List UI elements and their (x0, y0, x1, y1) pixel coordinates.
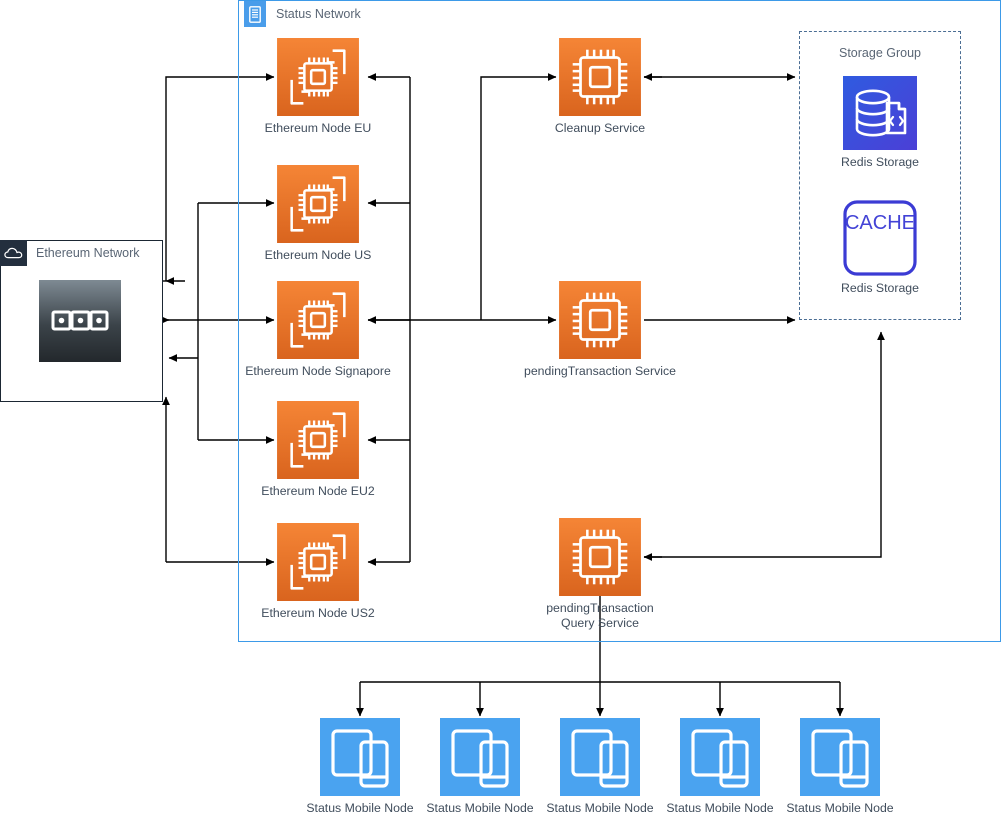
cpu-chip-icon (559, 518, 641, 596)
ethereum-node-us2[interactable]: Ethereum Node US2 (261, 523, 375, 620)
status-mobile-node-3[interactable]: Status Mobile Node (546, 718, 654, 815)
cleanup-service[interactable]: Cleanup Service (555, 38, 645, 135)
ethereum-node-eu[interactable]: Ethereum Node EU (265, 38, 371, 135)
cache-box-icon: CACHE (843, 200, 917, 276)
ethereum-network-group-title: Ethereum Network (36, 246, 140, 260)
cleanup-service-label: Cleanup Service (554, 121, 646, 135)
status-network-group-header: Status Network (238, 0, 361, 28)
mobile-devices-icon (560, 718, 640, 796)
ethereum-node-eu2[interactable]: Ethereum Node EU2 (261, 401, 375, 498)
ethereum-node-eu-label: Ethereum Node EU (264, 121, 372, 135)
pending-transaction-service-label: pendingTransaction Service (524, 364, 676, 378)
status-mobile-node-4-label: Status Mobile Node (666, 801, 774, 815)
svg-text:CACHE: CACHE (845, 212, 915, 234)
ethereum-node-us-label: Ethereum Node US (264, 248, 372, 262)
redis-storage-cache[interactable]: CACHE Redis Storage (841, 200, 919, 295)
redis-storage-database[interactable]: Redis Storage (841, 76, 919, 169)
status-mobile-node-2[interactable]: Status Mobile Node (426, 718, 534, 815)
pending-transaction-query-service[interactable]: pendingTransaction Query Service (546, 518, 654, 630)
pending-transaction-service[interactable]: pendingTransaction Service (524, 281, 676, 378)
ethereum-node-signapore[interactable]: Ethereum Node Signapore (245, 281, 391, 378)
ec2-instances-icon (277, 523, 359, 601)
server-icon (244, 1, 266, 27)
redis-storage-cache-label: Redis Storage (841, 281, 919, 295)
status-mobile-node-1[interactable]: Status Mobile Node (306, 718, 414, 815)
redis-storage-database-label: Redis Storage (841, 155, 919, 169)
mobile-devices-icon (800, 718, 880, 796)
status-mobile-node-5-label: Status Mobile Node (786, 801, 894, 815)
mobile-devices-icon (320, 718, 400, 796)
database-documents-icon (843, 76, 917, 150)
status-mobile-node-3-label: Status Mobile Node (546, 801, 654, 815)
ec2-instances-icon (277, 401, 359, 479)
status-network-group-title: Status Network (276, 7, 361, 21)
status-mobile-node-1-label: Status Mobile Node (306, 801, 414, 815)
storage-group-title: Storage Group (839, 46, 921, 60)
mobile-devices-icon (440, 718, 520, 796)
ec2-instances-icon (277, 165, 359, 243)
ethereum-node-us2-label: Ethereum Node US2 (261, 606, 375, 620)
ec2-instances-icon (277, 38, 359, 116)
cpu-chip-icon (559, 281, 641, 359)
ethereum-network-node[interactable] (39, 280, 121, 362)
status-mobile-node-2-label: Status Mobile Node (426, 801, 534, 815)
cpu-chip-icon (559, 38, 641, 116)
storage-group (799, 31, 961, 320)
status-mobile-node-5[interactable]: Status Mobile Node (786, 718, 894, 815)
status-mobile-node-4[interactable]: Status Mobile Node (666, 718, 774, 815)
ethereum-node-eu2-label: Ethereum Node EU2 (261, 484, 375, 498)
ethereum-node-signapore-label: Ethereum Node Signapore (245, 364, 391, 378)
ethereum-network-group-header: Ethereum Network (0, 240, 140, 266)
ec2-instances-icon (277, 281, 359, 359)
mobile-devices-icon (680, 718, 760, 796)
blockchain-icon (39, 280, 121, 362)
cloud-icon (0, 240, 27, 266)
ethereum-node-us[interactable]: Ethereum Node US (265, 165, 371, 262)
pending-transaction-query-service-label: pendingTransaction Query Service (546, 601, 654, 630)
